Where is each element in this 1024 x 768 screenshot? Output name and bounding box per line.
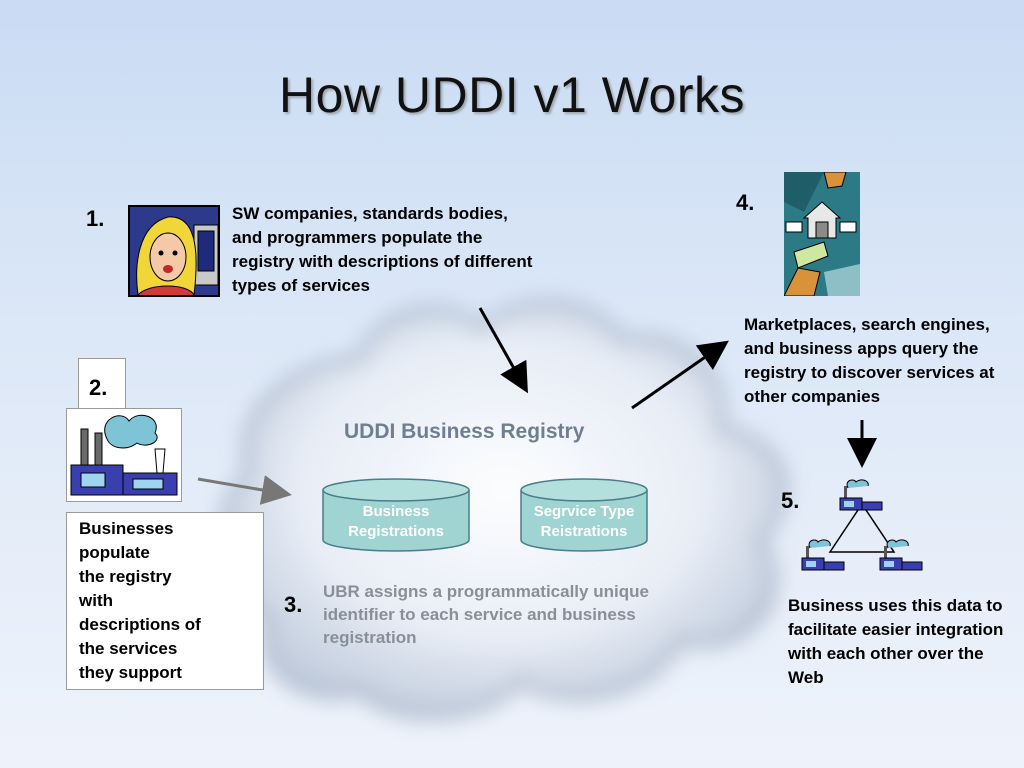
step-2-number-box: 2.	[78, 358, 126, 410]
page-title: How UDDI v1 Works	[279, 67, 745, 123]
step-1-number: 1.	[86, 206, 105, 231]
registry-label: UDDI Business Registry	[344, 420, 585, 443]
step-1-text: SW companies, standards bodies, and prog…	[232, 204, 533, 295]
step-4-text: Marketplaces, search engines, and busine…	[744, 315, 995, 406]
step-2-text-box: Businesses populate the registry with de…	[66, 512, 264, 690]
step-3-number: 3.	[284, 592, 303, 617]
db2-line: Reistrations	[540, 523, 628, 540]
woman-at-computer-icon	[128, 205, 220, 297]
step-4-number: 4.	[736, 190, 755, 215]
step-3-text: UBR assigns a programmatically unique id…	[323, 582, 649, 647]
arrow-registry-to-step4	[631, 340, 729, 410]
arrow-step2-to-registry	[197, 475, 292, 505]
step-2-line: populate	[79, 543, 150, 562]
step-2-line: with	[79, 591, 113, 610]
db2-line: Segrvice Type	[533, 503, 635, 520]
step-2-line: the services	[79, 639, 178, 658]
step-2-number: 2.	[89, 375, 108, 400]
business-registrations-db: Business Registrations	[322, 478, 470, 552]
step-2-line: Businesses	[79, 519, 174, 538]
service-type-registrations-db: Segrvice Type Reistrations	[520, 478, 648, 552]
step-2-line: descriptions of	[79, 615, 201, 634]
exchange-hands-icon	[783, 171, 860, 297]
step-5-number: 5.	[781, 488, 800, 513]
factory-icon	[66, 408, 182, 502]
db1-line: Registrations	[348, 523, 444, 540]
db1-line: Business	[362, 503, 430, 520]
step-5-text: Business uses this data to facilitate ea…	[788, 596, 1004, 687]
arrow-step1-to-registry	[478, 307, 528, 394]
step-2-line: the registry	[79, 567, 172, 586]
factory-network-icon	[800, 474, 924, 574]
step-2-line: they support	[79, 663, 182, 682]
